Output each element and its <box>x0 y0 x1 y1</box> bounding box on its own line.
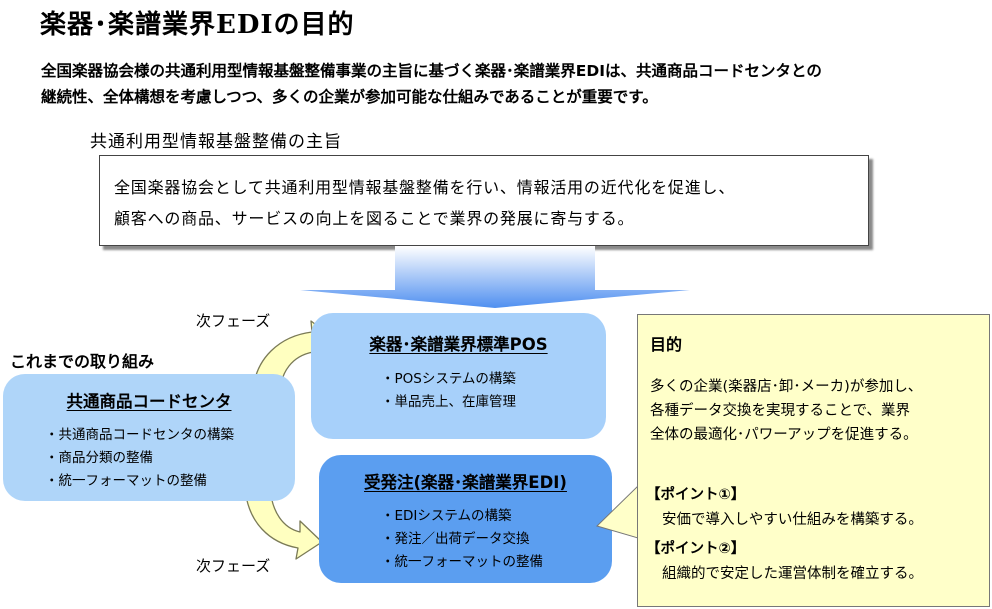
principle-line-1: 全国楽器協会として共通利用型情報基盤整備を行い、情報活用の近代化を促進し、 <box>114 178 736 197</box>
point-2-text: 組織的で安定した運営体制を確立する。 <box>662 566 923 582</box>
principle-line-2: 顧客への商品、サービスの向上を図ることで業界の発展に寄与する。 <box>114 209 635 228</box>
list-item: ・POSシステムの構築 <box>381 371 516 387</box>
code-center-box: 共通商品コードセンタ ・共通商品コードセンタの構築 ・商品分類の整備 ・統一フォ… <box>3 374 295 501</box>
purpose-line: 各種データ交換を実現することで、業界 <box>650 403 910 419</box>
list-item: ・共通商品コードセンタの構築 <box>45 427 234 443</box>
intro-line-1: 全国楽器協会様の共通利用型情報基盤整備事業の主旨に基づく楽器･楽譜業界EDIは、… <box>41 62 822 80</box>
principle-box: 全国楽器協会として共通利用型情報基盤整備を行い、情報活用の近代化を促進し、 顧客… <box>99 155 869 246</box>
past-efforts-label: これまでの取り組み <box>10 352 155 371</box>
point-2-title: 【ポイント②】 <box>646 541 746 557</box>
edi-items: ・EDIシステムの構築 ・発注／出荷データ交換 ・統一フォーマットの整備 <box>381 505 543 574</box>
intro-line-2: 継続性、全体構想を考慮しつつ、多くの企業が参加可能な仕組みであることが重要です。 <box>41 88 658 106</box>
list-item: ・EDIシステムの構築 <box>381 508 512 524</box>
callout-pointer-icon <box>596 485 639 539</box>
list-item: ・統一フォーマットの整備 <box>45 473 207 489</box>
purpose-line: 多くの企業(楽器店･卸･メーカ)が参加し、 <box>650 379 923 395</box>
edi-title: 受発注(楽器･楽譜業界EDI) <box>364 473 567 492</box>
code-center-title: 共通商品コードセンタ <box>66 392 232 411</box>
phase-arrow-bottom-icon <box>244 487 323 560</box>
list-item: ・単品売上、在庫管理 <box>381 394 516 410</box>
purpose-box: 目的 多くの企業(楽器店･卸･メーカ)が参加し、 各種データ交換を実現することで… <box>637 314 990 607</box>
pos-box: 楽器･楽譜業界標準POS ・POSシステムの構築 ・単品売上、在庫管理 <box>311 313 606 439</box>
phase-label-top: 次フェーズ <box>196 312 271 330</box>
page-title: 楽器･楽譜業界EDIの目的 <box>40 10 355 40</box>
purpose-body: 多くの企業(楽器店･卸･メーカ)が参加し、 各種データ交換を実現することで、業界… <box>650 375 922 447</box>
purpose-title: 目的 <box>650 335 683 354</box>
point-1-title: 【ポイント①】 <box>646 487 746 503</box>
intro-paragraph: 全国楽器協会様の共通利用型情報基盤整備事業の主旨に基づく楽器･楽譜業界EDIは、… <box>41 58 971 110</box>
pos-title: 楽器･楽譜業界標準POS <box>369 335 548 354</box>
edi-box: 受発注(楽器･楽譜業界EDI) ・EDIシステムの構築 ・発注／出荷データ交換 … <box>319 455 612 583</box>
code-center-items: ・共通商品コードセンタの構築 ・商品分類の整備 ・統一フォーマットの整備 <box>45 424 234 493</box>
list-item: ・発注／出荷データ交換 <box>381 531 530 547</box>
purpose-line: 全体の最適化･パワーアップを促進する。 <box>650 427 918 443</box>
principle-heading: 共通利用型情報基盤整備の主旨 <box>90 132 342 152</box>
phase-label-bottom: 次フェーズ <box>196 557 271 575</box>
pos-items: ・POSシステムの構築 ・単品売上、在庫管理 <box>381 368 516 414</box>
down-arrow-icon <box>300 246 690 308</box>
list-item: ・統一フォーマットの整備 <box>381 554 543 570</box>
list-item: ・商品分類の整備 <box>45 450 153 466</box>
point-1-text: 安価で導入しやすい仕組みを構築する。 <box>662 512 923 528</box>
